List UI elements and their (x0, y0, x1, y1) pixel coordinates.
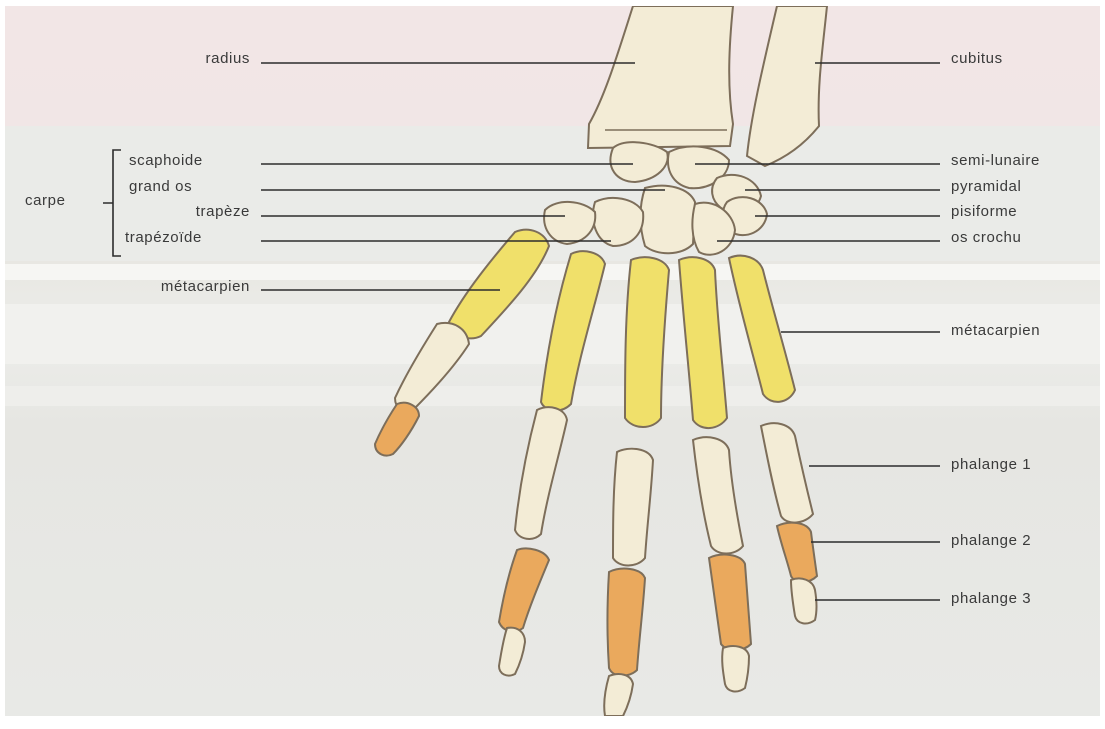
index-proximal-phalanx (515, 407, 567, 539)
cubitus-bone (747, 6, 827, 166)
label-trapeze: trapèze (196, 203, 250, 221)
label-grand-os: grand os (129, 178, 192, 196)
ring-middle-phalanx (709, 555, 751, 650)
label-pisiforme: pisiforme (951, 203, 1017, 221)
label-metacarpien-right: métacarpien (951, 322, 1040, 340)
ring-metacarpal (679, 257, 727, 428)
hand-skeleton-diagram: radius scaphoide grand os trapèze trapéz… (5, 6, 1100, 716)
grand-os-bone (641, 186, 696, 254)
label-pyramidal: pyramidal (951, 178, 1021, 196)
index-middle-phalanx (499, 548, 549, 631)
ring-proximal-phalanx (693, 437, 743, 553)
label-trapezoide: trapézoïde (125, 229, 202, 247)
index-metacarpal (541, 251, 605, 410)
radius-bone (588, 6, 733, 148)
label-carpe: carpe (25, 192, 66, 210)
little-proximal-phalanx (761, 423, 813, 522)
hand-bones-illustration (5, 6, 1100, 716)
trapeze-bone (544, 202, 595, 244)
little-middle-phalanx (777, 523, 817, 582)
label-os-crochu: os crochu (951, 229, 1021, 247)
thumb-metacarpal (449, 230, 549, 339)
label-phalange-2: phalange 2 (951, 532, 1031, 550)
label-semi-lunaire: semi-lunaire (951, 152, 1040, 170)
little-metacarpal (729, 256, 795, 402)
trapezoide-bone (593, 198, 643, 246)
index-distal-phalanx (499, 628, 525, 676)
thumb-distal-phalanx (375, 403, 419, 456)
label-cubitus: cubitus (951, 50, 1003, 68)
middle-proximal-phalanx (613, 449, 653, 566)
label-scaphoide: scaphoide (129, 152, 203, 170)
thumb-proximal-phalanx (395, 323, 469, 411)
middle-middle-phalanx (608, 569, 646, 676)
middle-metacarpal (625, 257, 669, 427)
label-phalange-1: phalange 1 (951, 456, 1031, 474)
little-distal-phalanx (791, 578, 817, 623)
carpe-bracket (103, 150, 121, 256)
label-radius: radius (206, 50, 250, 68)
scaphoide-bone (610, 142, 667, 182)
label-metacarpien-left: métacarpien (161, 278, 250, 296)
ring-distal-phalanx (722, 646, 749, 691)
middle-distal-phalanx (604, 674, 633, 716)
label-phalange-3: phalange 3 (951, 590, 1031, 608)
